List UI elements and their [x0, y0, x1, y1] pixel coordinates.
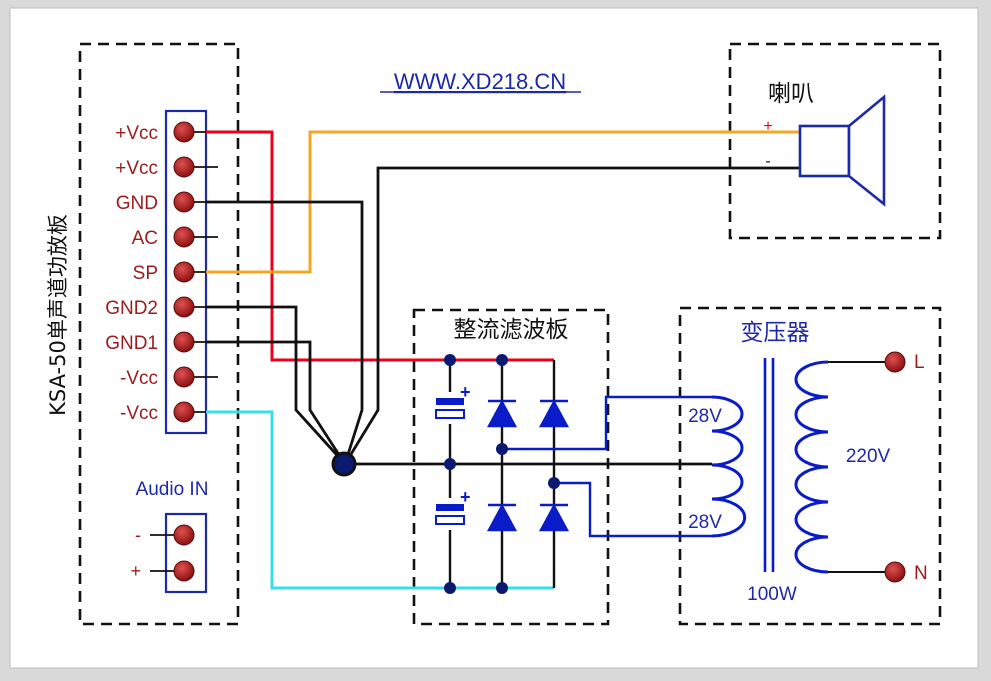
capacitor-top-plus: +: [460, 382, 471, 402]
diode-1: [486, 399, 518, 428]
transformer-title: 变压器: [741, 320, 810, 346]
capacitor-top: +: [435, 382, 471, 419]
header-pin-label: SP: [133, 263, 158, 284]
terminal-l-label: L: [914, 352, 925, 373]
audio-connector-outline: [164, 512, 208, 594]
wire-gnd1: [206, 340, 347, 465]
wire-positive-rail: [206, 130, 554, 362]
header-pin-label: GND: [116, 193, 158, 214]
audio-pin-minus: [173, 524, 195, 546]
secondary-coil: [711, 395, 747, 538]
header-pin-5: [173, 261, 195, 283]
wire-speaker-negative: [343, 166, 800, 465]
primary-coil: [794, 360, 829, 574]
header-pin-label: -Vcc: [120, 403, 158, 424]
header-pin-8: [173, 366, 195, 388]
diode-3: [486, 503, 518, 532]
audio-pin-minus-label: -: [135, 525, 141, 545]
audio-in-title: Audio IN: [136, 479, 209, 500]
rectifier-title: 整流滤波板: [454, 317, 569, 343]
secondary-bottom-voltage: 28V: [688, 512, 722, 533]
audio-pin-plus: [173, 560, 195, 582]
diode-2: [538, 399, 570, 428]
header-pin-4: [173, 226, 195, 248]
transformer-power: 100W: [747, 584, 797, 605]
header-pin-label: -Vcc: [120, 368, 158, 389]
wire-gnd2: [206, 305, 347, 465]
primary-voltage: 220V: [846, 446, 891, 467]
header-pin-label: GND1: [105, 333, 158, 354]
header-pin-label: +Vcc: [115, 158, 158, 179]
speaker-plus-label: +: [763, 118, 772, 135]
header-pin-6: [173, 296, 195, 318]
page-frame: [9, 7, 979, 669]
website-link[interactable]: WWW.XD218.CN: [394, 69, 566, 94]
speaker-icon: [798, 94, 886, 207]
wire-gnd: [206, 200, 364, 465]
terminal-n-label: N: [914, 563, 928, 584]
terminal-n: [884, 561, 906, 583]
header-pin-2: [173, 156, 195, 178]
header-pin-9: [173, 401, 195, 423]
star-ground-point: [331, 451, 357, 477]
wire-ac-bottom: [554, 481, 712, 538]
header-pin-7: [173, 331, 195, 353]
diode-4: [538, 503, 570, 532]
speaker-box: [728, 42, 942, 240]
speaker-minus-label: -: [765, 153, 770, 170]
audio-pin-plus-label: +: [130, 561, 141, 581]
capacitor-bottom: +: [435, 487, 471, 525]
terminal-l: [884, 351, 906, 373]
header-pin-label: GND2: [105, 298, 158, 319]
header-pin-label: +Vcc: [115, 123, 158, 144]
header-pin-label: AC: [132, 228, 158, 249]
amplifier-board-box: [78, 42, 240, 626]
transformer-box: [678, 306, 942, 626]
header-pin-3: [173, 191, 195, 213]
secondary-top-voltage: 28V: [688, 406, 722, 427]
board-title: KSA-50单声道功放板: [46, 214, 70, 416]
wire-negative-rail: [206, 410, 554, 590]
capacitor-bottom-plus: +: [460, 487, 471, 507]
rectifier-box: [412, 308, 610, 626]
header-pin-1: [173, 121, 195, 143]
speaker-title: 喇叭: [768, 81, 814, 107]
wire-ac-top: [502, 395, 712, 451]
